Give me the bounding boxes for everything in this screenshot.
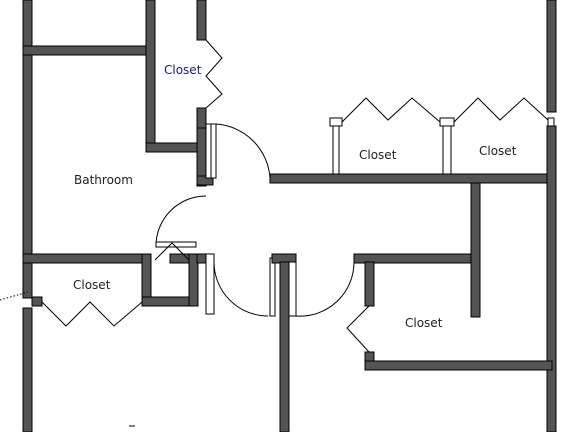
bifold-door-top-right-a (341, 97, 441, 123)
bifold-door-bottom-right (346, 305, 370, 353)
bifold-door-top-middle (205, 39, 223, 109)
door-jamb (155, 241, 197, 248)
bathroom-south-walls (22, 253, 199, 264)
bifold-door-top-right-b (453, 97, 549, 123)
label-closet-bottom-right: Closet (405, 316, 443, 330)
label-closet-top-right-a: Closet (359, 148, 397, 162)
hall-center-lower-wall (271, 253, 297, 432)
right-middle-walls (353, 182, 481, 318)
closet-bottom-right-walls (364, 351, 553, 371)
door-swing-hall-lower-left (213, 261, 269, 317)
label-closet-top-middle: Closet (164, 63, 202, 77)
door-swing-small-closet (154, 242, 190, 261)
door-swing-bathroom (155, 195, 207, 247)
door-jamb (205, 253, 215, 315)
label-closet-bottom-left: Closet (73, 278, 111, 292)
dotted-leader-line (0, 291, 29, 301)
door-swing-hall-lower-right (295, 261, 355, 317)
hall-top-wall (269, 173, 553, 184)
door-jamb (210, 123, 217, 179)
label-closet-top-right-b: Closet (479, 144, 517, 158)
bifold-door-bottom-left (41, 301, 143, 327)
door-jamb (288, 261, 297, 317)
closets-top-right (329, 117, 555, 175)
door-jamb (269, 257, 276, 317)
door-jamb (205, 123, 212, 179)
door-swing-hall-upper (215, 123, 271, 179)
outer-left-wall (22, 0, 33, 432)
label-bathroom: Bathroom (74, 173, 133, 187)
